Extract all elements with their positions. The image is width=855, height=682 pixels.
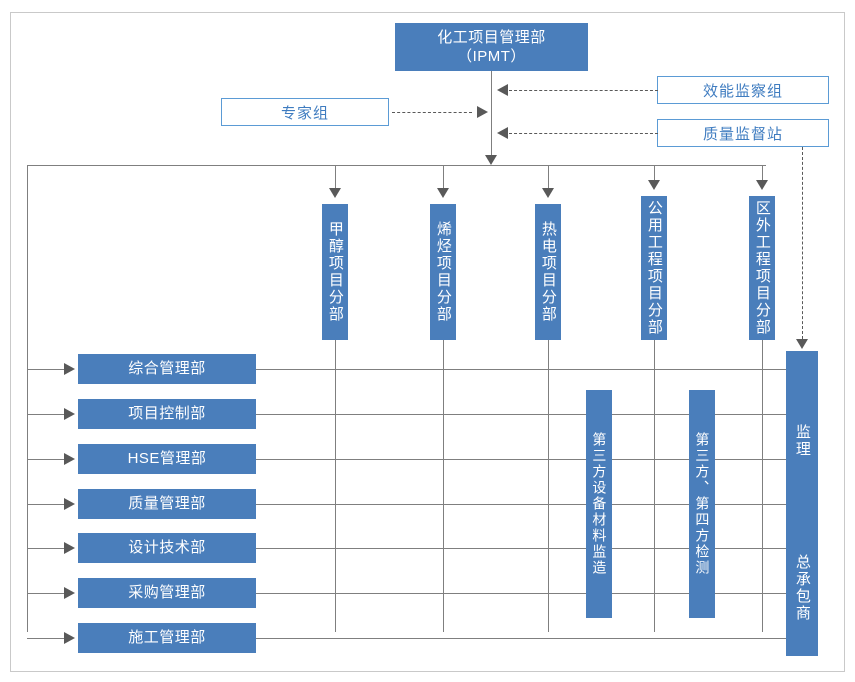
- project-control-dept-box[interactable]: 项目控制部: [78, 399, 256, 429]
- hse-management-dept-box[interactable]: HSE管理部: [78, 444, 256, 474]
- thermal-branch-arrow-icon: [542, 188, 554, 198]
- quality-supervision-arrow-icon: [497, 127, 508, 139]
- olefin-project-branch-box[interactable]: 烯烃项目分部: [430, 204, 456, 340]
- third-party-equipment-material-supervision-box[interactable]: 第三方设备材料监造: [586, 390, 612, 618]
- thermal-branch-drop-line: [548, 165, 549, 189]
- hse-management-dept-feed-line: [27, 459, 67, 460]
- quality-management-dept-box[interactable]: 质量管理部: [78, 489, 256, 519]
- olefin-branch-arrow-icon: [437, 188, 449, 198]
- methanol-branch-arrow-icon: [329, 188, 341, 198]
- quality-supervision-station-box[interactable]: 质量监督站: [657, 119, 829, 147]
- quality-supervision-to-contractor-arrow-icon: [796, 339, 808, 349]
- offsite-branch-drop-line: [762, 165, 763, 181]
- distribution-bus-horizontal: [27, 165, 766, 166]
- expert-group-label: 专家组: [280, 104, 329, 122]
- general-management-dept-row-line: [256, 369, 786, 370]
- diagram-outer-frame: [10, 12, 845, 672]
- quality-supervision-to-contractor-line: [802, 147, 803, 339]
- supervision-and-general-contractor-box[interactable]: 监理 总承包商: [786, 351, 818, 656]
- expert-group-connector: [392, 112, 472, 113]
- design-technology-dept-feed-line: [27, 548, 67, 549]
- utility-engineering-project-branch-box[interactable]: 公用工程项目分部: [641, 196, 667, 340]
- procurement-management-dept-arrow-icon: [64, 587, 75, 599]
- methanol-project-branch-box[interactable]: 甲醇项目分部: [322, 204, 348, 340]
- thermal-branch-column-line: [548, 340, 549, 632]
- project-control-dept-row-line: [256, 414, 786, 415]
- general-management-dept-label: 综合管理部: [128, 360, 206, 378]
- general-contractor-label-segment: 总承包商: [786, 504, 818, 657]
- thermal-power-project-branch-box[interactable]: 热电项目分部: [535, 204, 561, 340]
- hse-management-dept-row-line: [256, 459, 786, 460]
- quality-management-dept-label: 质量管理部: [128, 495, 206, 513]
- construction-management-dept-box[interactable]: 施工管理部: [78, 623, 256, 653]
- procurement-management-dept-box[interactable]: 采购管理部: [78, 578, 256, 608]
- hse-management-dept-arrow-icon: [64, 453, 75, 465]
- offsite-engineering-project-branch-label: 区外工程项目分部: [753, 200, 771, 336]
- methanol-project-branch-label: 甲醇项目分部: [326, 221, 344, 323]
- third-and-fourth-party-inspection-box[interactable]: 第三方、第四方检测: [689, 390, 715, 618]
- project-control-dept-label: 项目控制部: [128, 405, 206, 423]
- supervision-label: 监理: [793, 424, 811, 459]
- project-control-dept-arrow-icon: [64, 408, 75, 420]
- utility-branch-arrow-icon: [648, 180, 660, 190]
- expert-group-box[interactable]: 专家组: [221, 98, 389, 126]
- quality-management-dept-feed-line: [27, 504, 67, 505]
- project-control-dept-feed-line: [27, 414, 67, 415]
- quality-supervision-connector: [509, 133, 658, 134]
- construction-management-dept-label: 施工管理部: [128, 629, 206, 647]
- construction-management-dept-arrow-icon: [64, 632, 75, 644]
- utility-engineering-project-branch-label: 公用工程项目分部: [645, 200, 663, 336]
- olefin-branch-drop-line: [443, 165, 444, 189]
- general-contractor-label: 总承包商: [793, 553, 811, 622]
- quality-management-dept-row-line: [256, 504, 786, 505]
- utility-branch-column-line: [654, 340, 655, 632]
- efficiency-supervision-group-label: 效能监察组: [702, 82, 783, 100]
- utility-branch-drop-line: [654, 165, 655, 181]
- methanol-branch-column-line: [335, 340, 336, 632]
- ipmt-box[interactable]: 化工项目管理部 （IPMT）: [395, 23, 588, 71]
- construction-management-dept-feed-line: [27, 638, 67, 639]
- ipmt-stem-arrow-icon: [485, 155, 497, 165]
- thermal-power-project-branch-label: 热电项目分部: [539, 221, 557, 323]
- design-technology-dept-box[interactable]: 设计技术部: [78, 533, 256, 563]
- third-party-equipment-material-supervision-label: 第三方设备材料监造: [591, 432, 608, 576]
- ipmt-box-line2: （IPMT）: [457, 48, 526, 65]
- procurement-management-dept-label: 采购管理部: [128, 584, 206, 602]
- design-technology-dept-arrow-icon: [64, 542, 75, 554]
- efficiency-supervision-group-box[interactable]: 效能监察组: [657, 76, 829, 104]
- design-technology-dept-row-line: [256, 548, 786, 549]
- design-technology-dept-label: 设计技术部: [128, 539, 206, 557]
- general-management-dept-arrow-icon: [64, 363, 75, 375]
- olefin-branch-column-line: [443, 340, 444, 632]
- general-management-dept-feed-line: [27, 369, 67, 370]
- third-and-fourth-party-inspection-label: 第三方、第四方检测: [694, 432, 711, 576]
- supervision-label-segment: 监理: [786, 351, 818, 504]
- efficiency-supervision-arrow-icon: [497, 84, 508, 96]
- hse-management-dept-label: HSE管理部: [127, 450, 207, 468]
- methanol-branch-drop-line: [335, 165, 336, 189]
- offsite-engineering-project-branch-box[interactable]: 区外工程项目分部: [749, 196, 775, 340]
- offsite-branch-arrow-icon: [756, 180, 768, 190]
- offsite-branch-column-line: [762, 340, 763, 632]
- quality-supervision-station-label: 质量监督站: [702, 125, 783, 143]
- ipmt-stem-line: [491, 71, 492, 157]
- construction-management-dept-row-line: [256, 638, 786, 639]
- department-spine-vertical: [27, 165, 28, 632]
- quality-management-dept-arrow-icon: [64, 498, 75, 510]
- ipmt-box-line1: 化工项目管理部: [437, 28, 546, 46]
- general-management-dept-box[interactable]: 综合管理部: [78, 354, 256, 384]
- olefin-project-branch-label: 烯烃项目分部: [434, 221, 452, 323]
- efficiency-supervision-connector: [509, 90, 658, 91]
- procurement-management-dept-feed-line: [27, 593, 67, 594]
- expert-group-arrow-icon: [477, 106, 488, 118]
- procurement-management-dept-row-line: [256, 593, 786, 594]
